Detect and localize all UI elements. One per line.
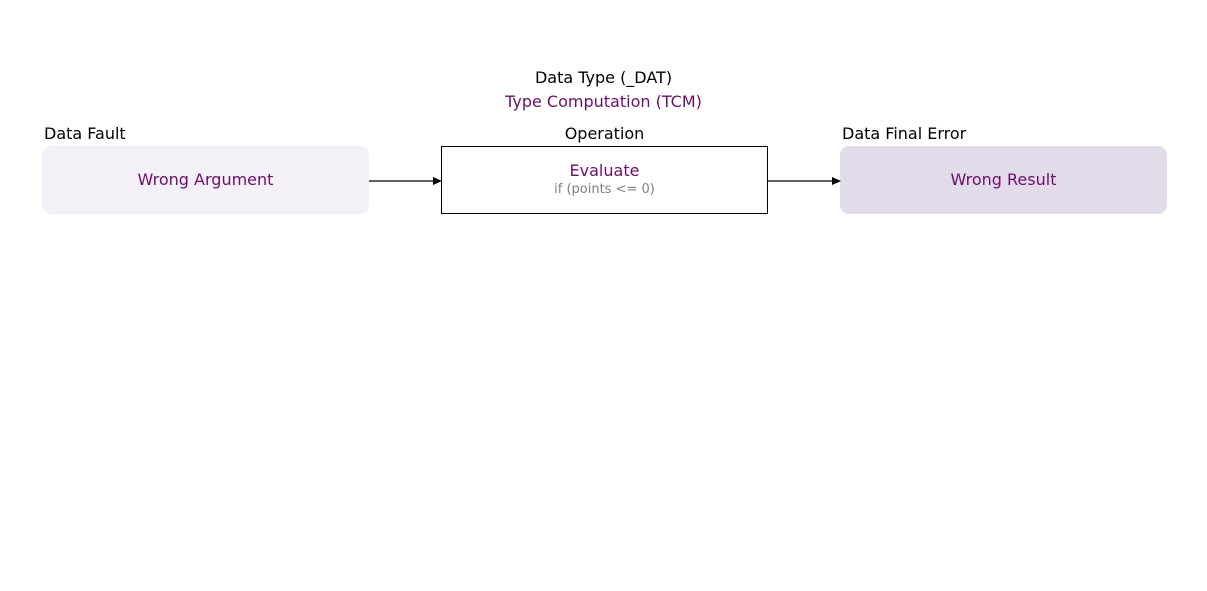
- operation-box-text: Evaluate: [569, 161, 640, 180]
- fault-box: Wrong Argument: [42, 146, 369, 214]
- operation-box: Evaluate if (points <= 0): [441, 146, 768, 214]
- final-error-column-label: Data Final Error: [842, 124, 967, 143]
- fault-column-label: Data Fault: [44, 124, 126, 143]
- final-error-box: Wrong Result: [840, 146, 1167, 214]
- arrow-fault-to-operation: [369, 177, 442, 185]
- diagram-title: Data Type (_DAT): [534, 68, 673, 87]
- operation-column-label: Operation: [564, 124, 645, 143]
- arrow-operation-to-final: [768, 177, 841, 185]
- final-error-box-text: Wrong Result: [950, 170, 1057, 189]
- operation-code: if (points <= 0): [554, 182, 655, 197]
- fault-box-text: Wrong Argument: [137, 170, 274, 189]
- diagram-subtitle: Type Computation (TCM): [505, 92, 702, 111]
